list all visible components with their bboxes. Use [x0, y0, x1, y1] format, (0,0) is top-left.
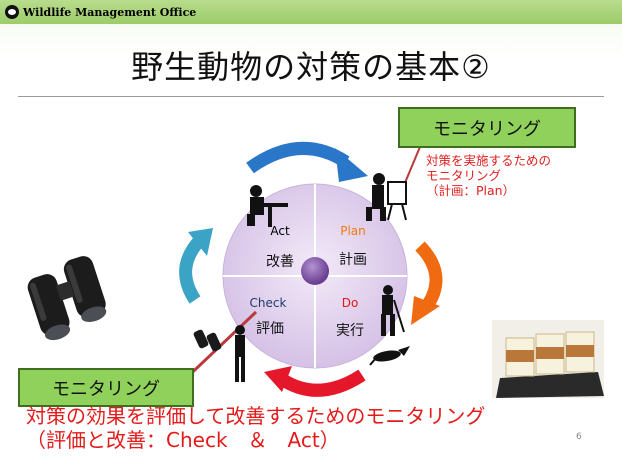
- page-number: 6: [576, 432, 582, 442]
- plan-monitoring-note: 対策を実施するための モニタリング （計画：Plan）: [426, 153, 606, 198]
- act-label: Act: [270, 224, 290, 238]
- check-figure-icon: [235, 325, 245, 382]
- arrow-right-orange: [415, 241, 443, 310]
- title-divider: [18, 96, 604, 97]
- act-figure-icon: [247, 185, 288, 227]
- small-binoculars-icon: [193, 329, 222, 352]
- animal-silhouette-icon: [369, 346, 410, 366]
- plan-jp-label: 計画: [339, 252, 367, 268]
- arrow-top-blue: [246, 141, 350, 174]
- do-figure-icon: [381, 285, 405, 336]
- bottom-note-line: （評価と改善：Check ＆ Act）: [26, 428, 340, 452]
- monitoring-box-bottom: モニタリング: [18, 368, 194, 407]
- act-jp-label: 改善: [266, 254, 294, 270]
- arrow-bottom-red: [276, 369, 366, 397]
- arrow-bottom-red-head: [264, 366, 292, 392]
- monitoring-box-top: モニタリング: [398, 107, 576, 148]
- arrow-top-blue-head: [335, 148, 368, 182]
- arrow-left-teal-head: [188, 228, 213, 256]
- plan-note-line: モニタリング: [426, 168, 502, 183]
- check-act-monitoring-note: 対策の効果を評価して改善するためのモニタリング （評価と改善：Check ＆ A…: [26, 404, 485, 452]
- arrow-right-orange-head: [411, 296, 440, 325]
- org-logo-icon: [5, 5, 19, 19]
- plan-note-line: 対策を実施するための: [426, 153, 552, 168]
- do-label: Do: [341, 296, 359, 310]
- header-bar: [0, 0, 622, 24]
- do-jp-label: 実行: [336, 323, 364, 339]
- bottom-note-line: 対策の効果を評価して改善するためのモニタリング: [26, 404, 486, 428]
- organization-name: Wildlife Management Office: [23, 5, 197, 19]
- sandwich-photo: [492, 320, 604, 398]
- check-jp-label: 評価: [256, 321, 284, 337]
- check-label: Check: [249, 296, 287, 310]
- plan-label: Plan: [340, 224, 366, 238]
- cycle-hub: [301, 257, 329, 285]
- binoculars-photo-icon: [27, 256, 107, 341]
- organization-header: Wildlife Management Office: [5, 3, 196, 21]
- plan-note-line: （計画：Plan）: [426, 183, 516, 198]
- slide-title: 野生動物の対策の基本②: [131, 48, 491, 86]
- plan-figure-icon: [366, 173, 407, 221]
- arrow-left-teal: [179, 235, 205, 304]
